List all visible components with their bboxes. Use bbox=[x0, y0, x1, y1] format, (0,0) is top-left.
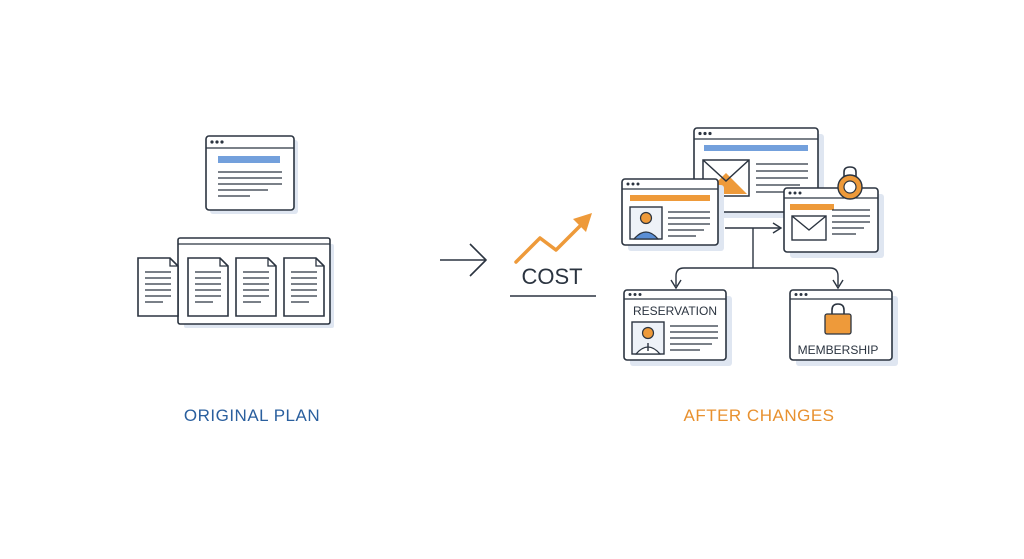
padlock-icon bbox=[837, 166, 863, 200]
right-arrow-icon bbox=[440, 243, 487, 277]
reservation-label: RESERVATION bbox=[633, 304, 717, 318]
original-plan-group: ORIGINAL PLAN bbox=[137, 135, 334, 425]
locked-email-window bbox=[783, 166, 884, 258]
reservation-window: RESERVATION bbox=[623, 289, 732, 366]
cost-label: COST bbox=[521, 264, 582, 289]
after-changes-label: AFTER CHANGES bbox=[683, 406, 834, 425]
original-top-window bbox=[205, 135, 298, 214]
profile-window bbox=[621, 178, 724, 251]
after-changes-group: RESERVATION MEMBERS bbox=[621, 127, 898, 425]
connector-lines bbox=[670, 222, 844, 290]
transition-group: COST bbox=[440, 213, 596, 297]
user-avatar-icon bbox=[631, 321, 665, 355]
padlock-icon bbox=[824, 303, 852, 335]
envelope-icon bbox=[791, 215, 827, 241]
trend-up-icon bbox=[514, 213, 592, 264]
membership-window: MEMBERSHIP bbox=[789, 289, 898, 366]
membership-label: MEMBERSHIP bbox=[798, 343, 879, 357]
document-4 bbox=[283, 257, 325, 317]
document-3 bbox=[235, 257, 277, 317]
original-plan-label: ORIGINAL PLAN bbox=[184, 406, 320, 425]
document-1 bbox=[137, 257, 179, 317]
document-2 bbox=[187, 257, 229, 317]
user-avatar-icon bbox=[629, 206, 663, 240]
